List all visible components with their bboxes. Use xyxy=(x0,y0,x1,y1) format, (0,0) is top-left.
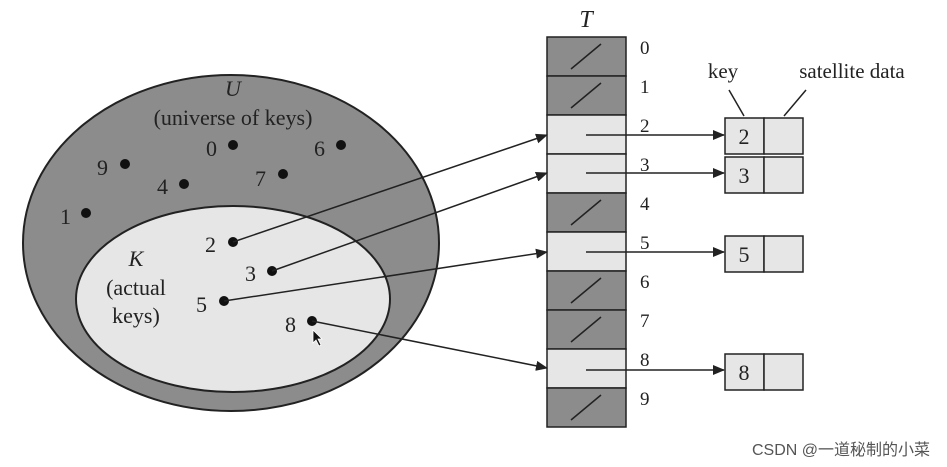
key-dot xyxy=(228,140,238,150)
slot-index: 4 xyxy=(640,194,650,215)
universe-key-1: 1 xyxy=(60,204,71,229)
arrow-key-8 xyxy=(311,320,548,371)
element-record: 8 xyxy=(724,353,804,391)
key-dot xyxy=(81,208,91,218)
actual-symbol: K xyxy=(128,246,145,271)
element-key: 2 xyxy=(739,124,750,149)
nil-slash-icon xyxy=(570,316,602,343)
universe-key-4: 4 xyxy=(157,174,168,199)
key-dot xyxy=(179,179,189,189)
slot-to-element-arrows xyxy=(586,130,725,375)
actual-key-2: 2 xyxy=(205,232,216,257)
satellite-label-pointer xyxy=(783,89,807,117)
arrow-key-5 xyxy=(223,248,548,302)
table-slot-8 xyxy=(546,348,627,389)
slot-index: 0 xyxy=(640,38,650,59)
actual-key-5: 5 xyxy=(196,292,207,317)
universe-keys: 0 6 9 7 4 1 xyxy=(60,136,346,229)
universe-key-0: 0 xyxy=(206,136,217,161)
key-dot xyxy=(120,159,130,169)
key-label-pointer xyxy=(728,89,745,117)
element-key: 8 xyxy=(739,360,750,385)
mouse-cursor-icon xyxy=(312,329,323,347)
key-to-slot-arrows xyxy=(223,133,548,371)
universe-key-9: 9 xyxy=(97,155,108,180)
universe-key-6: 6 xyxy=(314,136,325,161)
actual-caption-line1: (actual xyxy=(106,275,166,300)
nil-slash-icon xyxy=(570,277,602,304)
element-record: 3 xyxy=(724,156,804,194)
element-key: 3 xyxy=(739,163,750,188)
slot-index: 1 xyxy=(640,77,650,98)
element-record: 5 xyxy=(724,235,804,273)
key-dot xyxy=(336,140,346,150)
actual-caption-line2: keys) xyxy=(112,303,160,328)
slot-indices: 0 1 2 3 4 5 6 7 8 9 xyxy=(640,38,650,410)
key-dot xyxy=(278,169,288,179)
slot-index: 3 xyxy=(640,155,650,176)
actual-key-3: 3 xyxy=(245,261,256,286)
universe-symbol: U xyxy=(225,76,243,101)
slot-index: 5 xyxy=(640,233,650,254)
nil-slash-icon xyxy=(570,43,602,70)
slot-index: 2 xyxy=(640,116,650,137)
watermark: CSDN @一道秘制的小菜 xyxy=(752,441,930,459)
nil-slash-icon xyxy=(570,199,602,226)
actual-key-8: 8 xyxy=(285,312,296,337)
slot-index: 7 xyxy=(640,311,650,332)
element-record: 2 xyxy=(724,117,804,155)
nil-slash-icon xyxy=(570,394,602,421)
nil-slash-icon xyxy=(570,82,602,109)
hash-table xyxy=(546,36,627,428)
element-key: 5 xyxy=(739,242,750,267)
slot-index: 6 xyxy=(640,272,650,293)
slot-index: 8 xyxy=(640,350,650,371)
element-records: 2 3 5 8 xyxy=(724,117,804,391)
arrow-key-2 xyxy=(232,133,548,243)
table-title: T xyxy=(579,7,594,33)
arrow-key-3 xyxy=(271,171,548,272)
slot-index: 9 xyxy=(640,389,650,410)
key-field-label: key xyxy=(708,59,739,83)
universe-key-7: 7 xyxy=(255,166,266,191)
universe-caption: (universe of keys) xyxy=(154,105,313,130)
satellite-field-label: satellite data xyxy=(799,59,905,83)
